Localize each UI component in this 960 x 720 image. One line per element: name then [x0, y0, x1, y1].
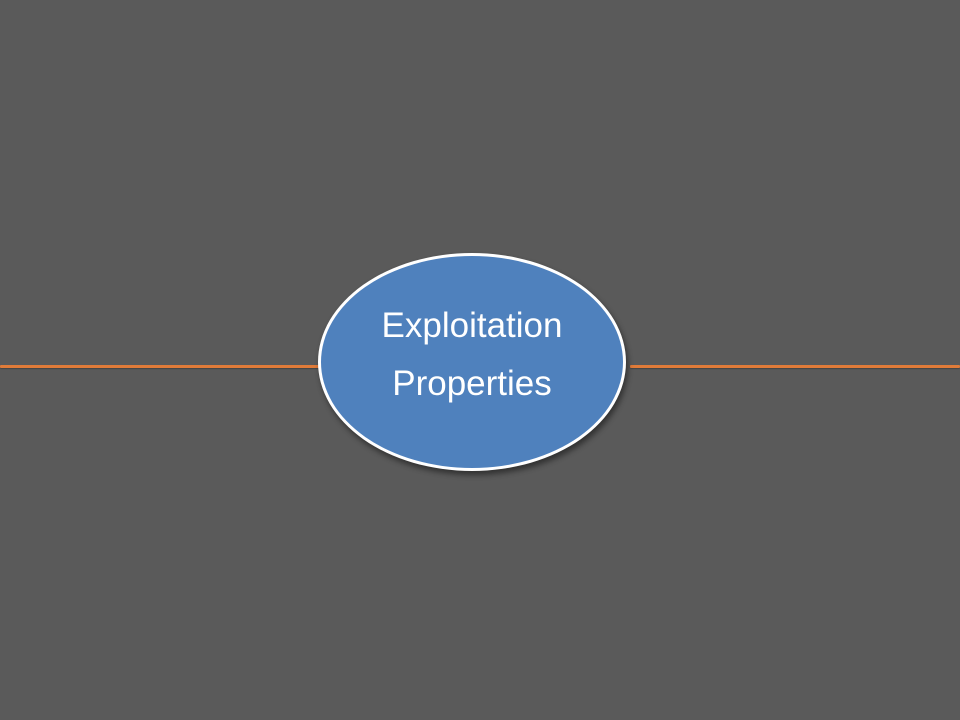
center-node-label-line-1: Exploitation — [381, 306, 563, 345]
center-node-label-line-2: Properties — [392, 364, 552, 403]
center-node-ellipse: Exploitation Properties — [318, 253, 626, 471]
connector-line-right — [630, 365, 960, 368]
connector-line-left — [0, 365, 322, 368]
